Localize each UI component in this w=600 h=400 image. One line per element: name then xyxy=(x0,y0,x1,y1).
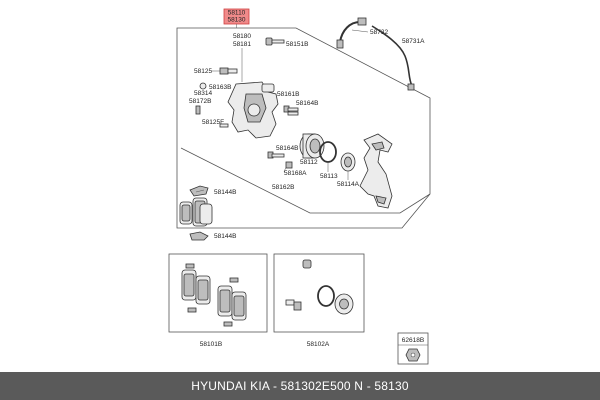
callout-58180: 58180 xyxy=(233,33,251,40)
callout-58125f: 58125F xyxy=(202,119,224,126)
callout-58181: 58181 xyxy=(233,41,251,48)
callout-58125: 58125 xyxy=(194,68,212,75)
callout-58172b: 58172B xyxy=(189,98,211,105)
boot-58314 xyxy=(199,82,207,90)
callout-58162b: 58162B xyxy=(272,184,294,191)
nut-box-62618b xyxy=(397,332,429,365)
callout-58102a: 58102A xyxy=(307,341,330,348)
caliper-housing xyxy=(227,81,279,139)
callout-58164b-lower: 58164B xyxy=(276,145,298,152)
caliper-assembly-frame xyxy=(176,27,431,229)
callout-58144b-lower: 58144B xyxy=(214,233,236,240)
piston-58112 xyxy=(299,133,325,159)
seal-kit-box-58102a xyxy=(273,253,365,333)
guide-pin-58125 xyxy=(219,67,229,75)
pad-kit-box-58101b xyxy=(168,253,268,333)
brake-pad-set-upper xyxy=(179,197,213,227)
callout-58168a: 58168A xyxy=(284,170,307,177)
header-label-58110: 58110 xyxy=(228,10,246,17)
callout-58731a: 58731A xyxy=(402,38,425,45)
pad-clip-lower xyxy=(189,231,209,241)
callout-58112: 58112 xyxy=(300,159,318,166)
bolt-58151b xyxy=(265,37,285,46)
callout-58114a: 58114A xyxy=(337,181,360,188)
part-number-footer: HYUNDAI KIA - 581302E500 N - 58130 xyxy=(0,372,600,400)
callout-58314: 58314 xyxy=(194,90,212,97)
caliper-bracket xyxy=(359,133,393,209)
pad-kit-58101b xyxy=(181,263,247,327)
brake-hose-58732 xyxy=(336,17,367,49)
nut-62618b xyxy=(405,348,421,362)
callout-58163b: 58163B xyxy=(209,84,231,91)
callout-58151b: 58151B xyxy=(286,41,308,48)
seal-kit-58102a xyxy=(285,259,354,315)
brake-line-58731a xyxy=(371,25,415,91)
callout-58161b: 58161B xyxy=(277,91,299,98)
guide-bolt-lower xyxy=(267,151,293,169)
boot-58114a xyxy=(340,152,356,172)
callout-58144b-upper: 58144B xyxy=(214,189,236,196)
bleeder-58172b xyxy=(195,105,201,115)
callout-58101b: 58101B xyxy=(200,341,222,348)
pad-clip-upper xyxy=(189,185,209,197)
header-label-58130: 58130 xyxy=(227,17,245,24)
callout-58164b-upper: 58164B xyxy=(296,100,318,107)
callout-58732: 58732 xyxy=(370,29,388,36)
inner-assembly-frame xyxy=(180,147,431,214)
pin-58164b-upper xyxy=(283,105,299,116)
callout-58113: 58113 xyxy=(320,173,338,180)
callout-62618b: 62618B xyxy=(402,337,424,344)
